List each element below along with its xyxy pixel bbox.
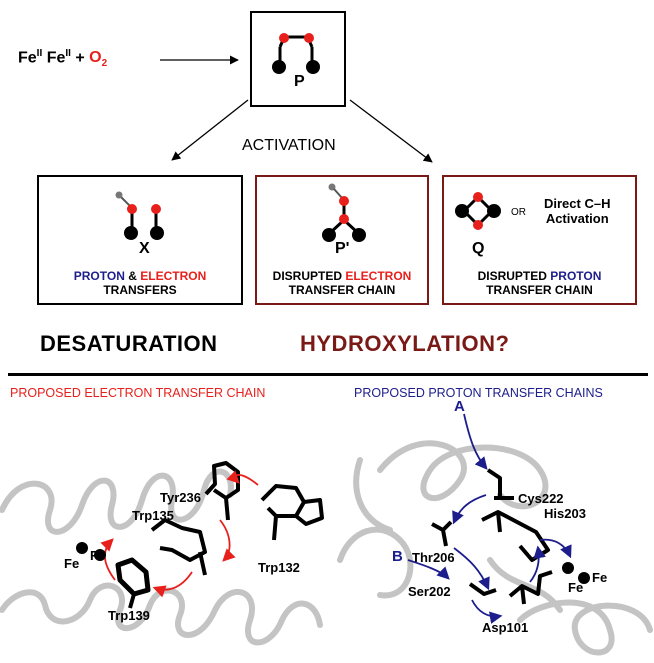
residue-cys222: Cys222: [518, 491, 564, 506]
residue-thr206: Thr206: [412, 550, 455, 565]
p-label: P: [294, 73, 305, 90]
fe-atom-label: Fe: [64, 556, 80, 571]
residue-ser202: Ser202: [408, 584, 451, 599]
reaction-equation: FeII FeII + O2: [18, 48, 107, 70]
intermediate-x-box: X PROTON & ELECTRON TRANSFERS: [37, 175, 243, 305]
fe-label: Fe: [46, 49, 66, 67]
intermediate-pprime-box: P' DISRUPTED ELECTRON TRANSFER CHAIN: [255, 175, 429, 305]
fe-atom-label: Fe: [592, 570, 608, 585]
section-divider: [8, 373, 648, 376]
x-label: X: [139, 240, 150, 257]
fe-atom-label: Fe: [90, 548, 106, 563]
pprime-label: P': [335, 240, 350, 257]
plus-sign: +: [75, 49, 85, 67]
pprime-structure-icon: [322, 183, 366, 242]
x-caption: PROTON & ELECTRON TRANSFERS: [73, 269, 207, 297]
arrow-to-x: [171, 99, 249, 161]
oxidation-state: II: [36, 48, 43, 59]
hydroxylation-label: HYDROXYLATION?: [300, 331, 510, 356]
proton-chain-title: PROPOSED PROTON TRANSFER CHAINS: [354, 386, 603, 400]
arrow-to-q: [349, 99, 433, 163]
residue-his203: His203: [544, 506, 586, 521]
activation-label: ACTIVATION: [242, 137, 336, 154]
q-label: Q: [472, 240, 485, 257]
residue-trp139: Trp139: [108, 608, 150, 623]
p-structure-icon: [272, 33, 320, 74]
residue-trp132: Trp132: [258, 560, 300, 575]
residue-tyr236: Tyr236: [160, 490, 201, 505]
pathway-b-label: B: [392, 548, 403, 565]
pprime-caption: DISRUPTED ELECTRON TRANSFER CHAIN: [272, 269, 412, 297]
x-structure-icon: [115, 191, 164, 240]
q-caption: DISRUPTED PROTON TRANSFER CHAIN: [477, 269, 602, 297]
oxygen-label: O2: [89, 49, 108, 70]
or-label: OR: [511, 207, 526, 218]
q-structure-icon: [455, 192, 501, 230]
desaturation-label: DESATURATION: [40, 331, 218, 356]
fe-atom-label: Fe: [568, 580, 584, 595]
intermediate-p-box: P: [250, 11, 346, 107]
pathway-a-label: A: [454, 398, 465, 415]
residue-asp101: Asp101: [482, 620, 529, 635]
oxidation-state: II: [65, 48, 71, 59]
residue-trp135: Trp135: [132, 508, 174, 523]
fe-label: Fe: [18, 49, 37, 67]
electron-chain-title: PROPOSED ELECTRON TRANSFER CHAIN: [10, 386, 266, 400]
